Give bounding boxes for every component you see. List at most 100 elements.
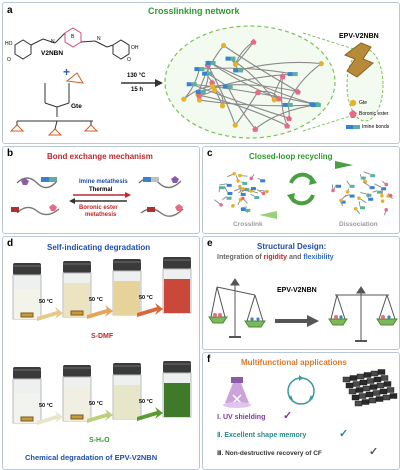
vial-cap-ridge (13, 369, 41, 371)
imine-block (226, 183, 232, 187)
imine-bond-block (191, 82, 197, 87)
gte-structure (9, 72, 99, 136)
vial-cap-ridge (163, 259, 191, 261)
boronic-ester-node (250, 38, 257, 45)
gte-node (271, 97, 277, 103)
shape-memory-item: Ⅱ. Excellent shape memory (217, 432, 307, 439)
weave-cell (383, 381, 392, 387)
chain-segment (240, 206, 248, 209)
chain-segment (219, 183, 227, 186)
node-dot (219, 203, 223, 207)
gte-node (219, 103, 226, 109)
polymer-chain (254, 104, 316, 130)
chain-segment (360, 192, 367, 195)
node-dot (339, 198, 343, 203)
panel-b-label: b (7, 148, 14, 159)
imine-bond-block (210, 60, 216, 65)
condition-temp: 130 °C (127, 73, 146, 79)
imine-block (250, 187, 256, 191)
weave-cell (389, 393, 398, 399)
weave-cell (377, 369, 386, 375)
solvent-water-label: S-H₂O (89, 437, 110, 444)
polymer-chain (227, 86, 256, 130)
imine-block (260, 179, 266, 183)
weave-cell (356, 373, 365, 380)
node-dot (380, 199, 385, 204)
imine-block (340, 200, 346, 204)
boronic-metathesis-label-2: metathesis (85, 212, 117, 218)
imine-block (349, 194, 355, 198)
shape-memory-check: ✓ (339, 428, 349, 440)
gte-node (221, 42, 227, 49)
dogbone-sample-icon (343, 42, 374, 78)
chain-segment (250, 193, 255, 197)
weave-cell (363, 372, 372, 378)
gte-node (318, 61, 324, 67)
uv-lamp-icon (223, 377, 251, 408)
imine-bond-block (287, 102, 293, 107)
vial-cap (13, 367, 41, 379)
weave-cell (345, 382, 354, 389)
node-dot (249, 176, 254, 181)
chain-segment (224, 186, 228, 193)
panel-f-graphics (223, 369, 398, 408)
plus-sign: + (63, 65, 71, 79)
weave-cell (373, 376, 382, 383)
reaction-arrow (121, 79, 163, 87)
imine-bond-block (292, 72, 298, 77)
chain-segment (343, 194, 350, 198)
temp-label-3: 50 °C (139, 295, 153, 301)
weave-cell (370, 370, 379, 377)
boronic-ester-node (284, 122, 291, 129)
boronic-ester-node (286, 115, 293, 122)
imine-block (219, 186, 225, 190)
gte-label: Gte (71, 103, 82, 110)
vial-liquid (114, 281, 140, 315)
node-dot (236, 179, 240, 183)
weave-cell (361, 399, 370, 405)
imine-bond-block (194, 67, 200, 72)
panel-c-title: Closed-loop recycling (249, 152, 333, 161)
vial-cap-ridge (63, 263, 91, 265)
temp-label-2: 50 °C (89, 297, 103, 303)
boronic-ester-node (252, 125, 259, 132)
imine-block (240, 192, 246, 196)
weave-cell (372, 390, 381, 396)
temp-label-1: 50 °C (39, 299, 53, 305)
imine-bond-block (227, 84, 233, 89)
panel-f-title: Multifunctional applications (241, 358, 347, 367)
panel-d-label: d (7, 238, 14, 249)
polymer-chain (280, 75, 288, 126)
panel-a: a Crosslinking network V2NBN + Gte HO B … (2, 2, 400, 144)
product-label: EPV-V2NBN (339, 33, 379, 40)
vial-cap-ridge (113, 365, 141, 367)
chain-segment (372, 190, 378, 193)
chem-oh: OH (131, 45, 139, 51)
imine-block (254, 196, 260, 200)
chain-segment (240, 187, 248, 194)
panel-a-graphics (9, 25, 384, 139)
chem-n2: N (97, 36, 101, 42)
node-dot (353, 206, 358, 211)
subtitle-prefix: Integration of (217, 254, 264, 261)
weave-cell (380, 375, 389, 381)
panel-d-caption: Chemical degradation of EPV-V2NBN (25, 453, 158, 462)
weave-cell (358, 393, 367, 399)
node-dot (384, 182, 389, 187)
imine-bond-block (202, 71, 208, 76)
recycling-icon (287, 172, 317, 206)
arrows-bottom (37, 407, 163, 425)
gte-legend-icon (349, 99, 357, 107)
node-dot (241, 187, 245, 191)
crosslink-cluster (214, 172, 269, 214)
polymer-chain (199, 99, 316, 107)
weave-cell (351, 394, 360, 401)
panel-e-title: Structural Design: (257, 242, 327, 251)
imine-block (360, 176, 366, 180)
polymer-chain (210, 62, 280, 99)
node-dot (331, 188, 335, 193)
imine-bond-block (238, 68, 244, 73)
boronic-ester-node (275, 95, 282, 102)
sample-piece (20, 312, 34, 318)
imine-bond-block (199, 67, 205, 72)
